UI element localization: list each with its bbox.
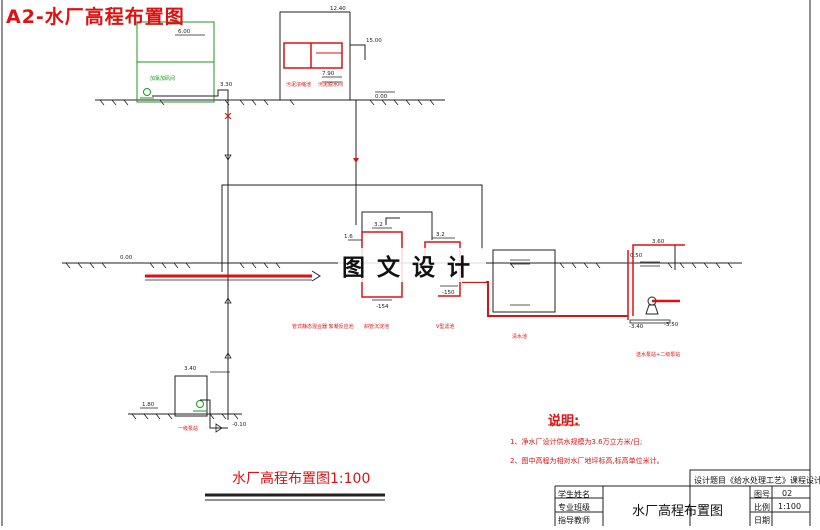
elevation-label: 3.30 [220,82,233,88]
structure-label: 污泥脱水间 [318,81,343,88]
flow-arrow [224,154,232,161]
pump-station [627,244,685,324]
structure-label: 清水池 [512,333,527,340]
elevation-label: -3.50 [664,322,679,328]
pipe-line [221,184,483,272]
elevation-label: 3.60 [652,239,665,245]
pipe-line [361,211,433,240]
pipe-line [385,217,400,225]
structure-labels: 加氯加矾间 污泥浓缩池 污泥脱水间 管式静态混合器 絮凝反应池 斜管沉淀池 V型… [150,75,680,432]
elevation-label: 3.2 [436,232,445,238]
gate-valve [224,112,232,120]
structure-label: 送水泵站+二级泵站 [636,351,680,358]
drawing-caption: 水厂高程布置图1:100 [232,471,371,487]
pipe-line [152,89,229,110]
pipe-line [350,44,366,60]
ground-line-bottom [128,413,242,420]
pipe-line [200,399,228,429]
notes-heading: 说明: [548,414,580,429]
flow-arrow [353,158,359,163]
structure-label: 一级泵站 [178,425,198,432]
title-block-frame [554,469,810,526]
elevation-label: 1.80 [142,402,155,408]
elevation-label: 0.00 [120,255,133,261]
drawing-title: A2-水厂高程布置图 [6,6,185,28]
note-line: 2、图中高程为相对水厂地坪标高,标高单位米计。 [510,457,664,465]
red-outflow-pipe [462,281,628,317]
scale-label: 比例 [754,503,770,512]
sludge-building [279,11,395,100]
clear-well [492,249,556,313]
project-label: 设计题目《给水处理工艺》课程设计 [694,476,820,485]
major-label: 专业班级 [558,503,590,512]
elevation-label: -154 [376,304,389,310]
elevation-label: -3.40 [629,324,644,330]
sheet-no: 02 [782,489,793,498]
scale-value: 1:100 [778,502,802,511]
advisor-label: 指导教师 [558,516,590,525]
dosing-house [136,21,215,103]
elevation-label: 3.40 [184,366,197,372]
pump-symbol [645,296,659,315]
structure-label: 加氯加矾间 [150,75,175,82]
elevation-label: 1.6 [344,234,353,240]
note-line: 1、净水厂设计供水规模为3.6万立方米/日; [510,438,643,446]
date-label: 日期 [754,516,770,525]
sheet-no-label: 图号 [754,490,770,499]
structure-label: V型滤池 [436,323,454,330]
elevation-label: 12.40 [330,6,346,12]
elevation-label: 7.90 [322,71,335,77]
pipe-end [311,270,321,282]
elevation-label: 0.50 [630,253,643,259]
elevation-label: 3.2 [374,222,383,228]
watermark: 图文设计 [338,248,486,282]
flow-arrow [224,352,232,359]
intake-pump-station [140,371,230,417]
flow-arrow [224,297,232,304]
flow-arrow [215,423,223,433]
pump-symbol [140,88,154,99]
structure-label: 斜管沉淀池 [364,323,389,330]
elevation-label: -150 [442,290,455,296]
elevation-labels: 6.00 3.30 12.40 15.00 7.90 0.00 1.6 3.2 … [120,6,679,428]
elevation-label: 15.00 [366,38,382,44]
elevation-label: 6.00 [178,29,191,35]
drawing-name: 水厂高程布置图 [632,504,724,519]
elevation-label: -0.10 [232,422,247,428]
structure-label: 污泥浓缩池 [286,81,311,88]
elevation-label: 0.00 [375,94,388,100]
student-label: 学生姓名 [558,490,590,499]
structure-label: 管式静态混合器 絮凝反应池 [292,323,354,330]
